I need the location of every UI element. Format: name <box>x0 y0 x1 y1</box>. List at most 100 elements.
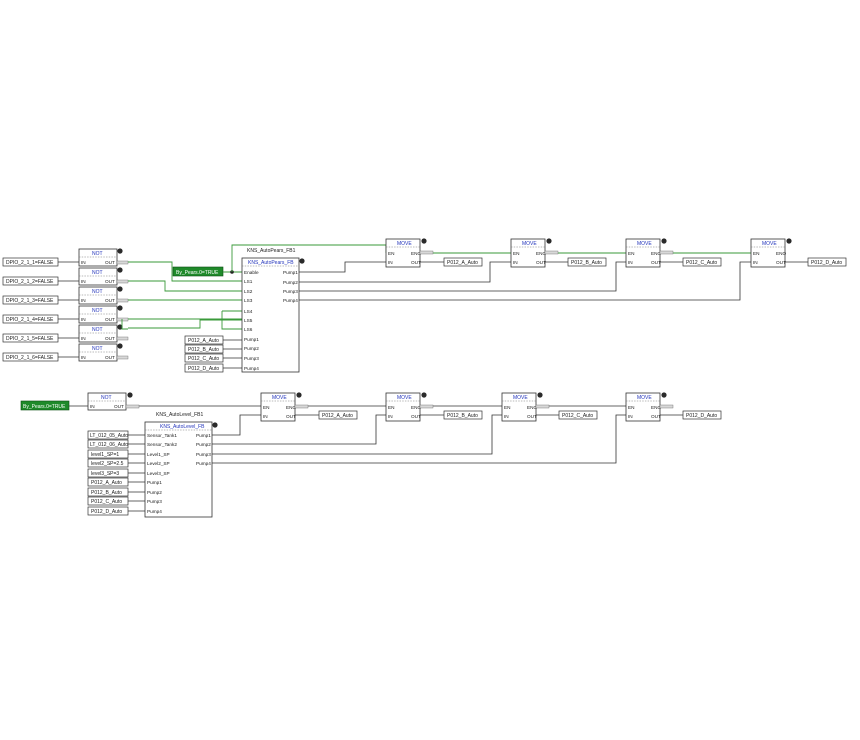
fb2-input-vars: LT_012_05_Auto LT_012_06_Auto level1_SP=… <box>87 430 145 516</box>
svg-text:Level2_SP: Level2_SP <box>147 461 170 466</box>
svg-text:OUT: OUT <box>105 317 115 322</box>
svg-text:P012_D_Auto: P012_D_Auto <box>811 260 842 266</box>
svg-text:Pump3: Pump3 <box>196 452 211 457</box>
input-var[interactable]: DPIO_2_1_5=FALSE <box>2 333 59 343</box>
svg-text:EN: EN <box>388 405 395 410</box>
input-var[interactable]: DPIO_2_1_6=FALSE <box>2 352 59 362</box>
svg-text:OUT: OUT <box>776 260 786 265</box>
svg-text:OUT: OUT <box>527 414 537 419</box>
svg-text:OUT: OUT <box>651 414 661 419</box>
svg-text:NOT: NOT <box>92 327 103 333</box>
svg-text:By_Pears.0=TRUE: By_Pears.0=TRUE <box>176 270 219 276</box>
svg-text:P012_A_Auto: P012_A_Auto <box>188 338 219 344</box>
svg-text:NOT: NOT <box>92 251 103 257</box>
input-var[interactable]: DPIO_2_1_1=FALSE <box>2 257 59 267</box>
input-var[interactable]: level2_SP=2.5 <box>87 458 129 468</box>
svg-text:Pump3: Pump3 <box>283 289 298 294</box>
enable-tag[interactable]: By_Pears.0=TRUE <box>172 266 224 277</box>
input-var[interactable]: P012_B_Auto <box>87 487 129 497</box>
svg-text:OUT: OUT <box>105 298 115 303</box>
svg-text:NOT: NOT <box>92 346 103 352</box>
input-var[interactable]: DPIO_2_1_2=FALSE <box>2 276 59 286</box>
svg-text:IN: IN <box>81 355 86 360</box>
svg-text:KNS_AutoLevel_FB: KNS_AutoLevel_FB <box>160 424 205 430</box>
svg-text:ENO: ENO <box>776 251 787 256</box>
svg-text:level3_SP=3: level3_SP=3 <box>91 471 119 477</box>
svg-text:Pump3: Pump3 <box>147 499 162 504</box>
svg-text:IN: IN <box>81 336 86 341</box>
svg-text:MOVE: MOVE <box>397 395 412 401</box>
svg-text:P012_B_Auto: P012_B_Auto <box>447 413 478 419</box>
fb-instance-name: KNS_AutoPears_FB1 <box>247 248 296 254</box>
svg-text:IN: IN <box>753 260 758 265</box>
svg-text:ENO: ENO <box>527 405 538 410</box>
pump-var[interactable]: P012_A_Auto <box>184 335 224 345</box>
svg-text:Pump1: Pump1 <box>147 480 162 485</box>
svg-text:LS5: LS5 <box>244 318 253 323</box>
svg-text:ENO: ENO <box>411 405 422 410</box>
svg-text:Sensor_Tank2: Sensor_Tank2 <box>147 442 177 447</box>
autolevel-fb[interactable]: KNS_AutoLevel_FB Sensor_Tank1 Sensor_Tan… <box>144 421 218 518</box>
svg-text:IN: IN <box>504 414 509 419</box>
input-var[interactable]: level1_SP=1 <box>87 449 129 459</box>
svg-text:OUT: OUT <box>411 414 421 419</box>
pump-var[interactable]: P012_C_Auto <box>184 353 224 363</box>
input-var[interactable]: level3_SP=3 <box>87 468 129 478</box>
autopears-fb[interactable]: KNS_AutoPears_FB Enable LS1 LS2 LS3 LS4 … <box>241 257 305 373</box>
svg-text:LS4: LS4 <box>244 309 253 314</box>
svg-text:OUT: OUT <box>536 260 546 265</box>
svg-text:MOVE: MOVE <box>272 395 287 401</box>
svg-text:EN: EN <box>628 405 635 410</box>
svg-text:Pump3: Pump3 <box>244 356 259 361</box>
input-var-text: DPIO_2_1_4=FALSE <box>6 317 54 323</box>
move-block[interactable]: MOVE EN ENO IN OUT P012_B_Auto <box>385 392 483 422</box>
svg-text:NOT: NOT <box>101 395 112 401</box>
svg-text:P012_A_Auto: P012_A_Auto <box>91 480 122 486</box>
svg-text:By_Pears.0=TRUE: By_Pears.0=TRUE <box>23 404 66 410</box>
pump-var[interactable]: P012_B_Auto <box>184 344 224 354</box>
input-var[interactable]: P012_C_Auto <box>87 496 129 506</box>
input-var[interactable]: LT_012_06_Auto <box>87 439 129 449</box>
svg-text:OUT: OUT <box>286 414 296 419</box>
svg-text:P012_C_Auto: P012_C_Auto <box>91 499 122 505</box>
input-var[interactable]: LT_012_05_Auto <box>87 430 129 440</box>
input-var-text: DPIO_2_1_6=FALSE <box>6 355 54 361</box>
svg-text:IN: IN <box>513 260 518 265</box>
input-var[interactable]: DPIO_2_1_3=FALSE <box>2 295 59 305</box>
svg-text:ENO: ENO <box>536 251 547 256</box>
svg-text:ENO: ENO <box>651 251 662 256</box>
input-var[interactable]: DPIO_2_1_4=FALSE <box>2 314 59 324</box>
input-var-text: DPIO_2_1_5=FALSE <box>6 336 54 342</box>
input-var-text: DPIO_2_1_2=FALSE <box>6 279 54 285</box>
svg-text:IN: IN <box>388 414 393 419</box>
svg-text:OUT: OUT <box>114 404 124 409</box>
input-var[interactable]: P012_A_Auto <box>87 477 129 487</box>
input-var[interactable]: P012_D_Auto <box>87 506 129 516</box>
svg-text:Pump1: Pump1 <box>196 433 211 438</box>
svg-text:OUT: OUT <box>651 260 661 265</box>
svg-text:LS2: LS2 <box>244 289 253 294</box>
svg-text:IN: IN <box>81 317 86 322</box>
pump-var[interactable]: P012_D_Auto <box>184 363 224 373</box>
bypass-tag[interactable]: By_Pears.0=TRUE <box>20 400 70 411</box>
fb-pump-vars: P012_A_Auto P012_B_Auto P012_C_Auto P012… <box>184 335 242 373</box>
svg-text:OUT: OUT <box>411 260 421 265</box>
svg-text:P012_B_Auto: P012_B_Auto <box>188 347 219 353</box>
svg-text:P012_A_Auto: P012_A_Auto <box>322 413 353 419</box>
svg-text:P012_D_Auto: P012_D_Auto <box>188 366 219 372</box>
svg-text:MOVE: MOVE <box>522 241 537 247</box>
